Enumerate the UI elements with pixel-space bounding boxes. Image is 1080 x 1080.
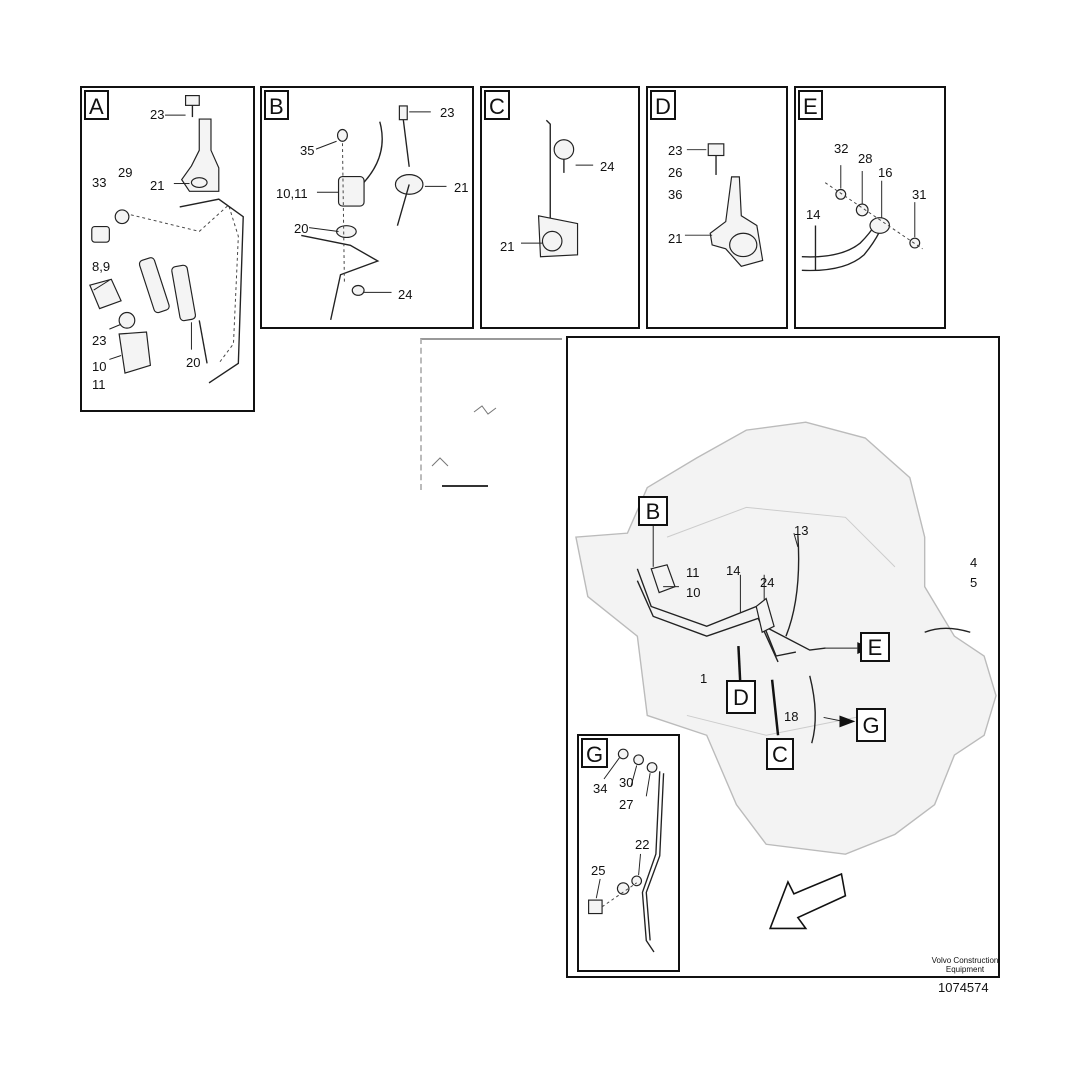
part-label: 20 bbox=[294, 221, 309, 236]
detail-panel-c: C 24 21 bbox=[480, 86, 640, 329]
part-label: 36 bbox=[668, 187, 683, 202]
main-engine-view: B E D G C 11 10 14 24 13 4 5 1 18 G 34 3… bbox=[566, 336, 1000, 978]
panel-e-tag: E bbox=[798, 90, 823, 120]
detail-panel-g: G 34 30 27 22 25 bbox=[577, 734, 680, 972]
part-label: 27 bbox=[619, 797, 634, 812]
part-label: 8,9 bbox=[92, 259, 111, 274]
part-label: 33 bbox=[92, 175, 107, 190]
document-number: 1074574 bbox=[938, 980, 989, 995]
detail-panel-b: B 23 35 21 10,11 20 24 bbox=[260, 86, 474, 329]
part-label: 31 bbox=[912, 187, 927, 202]
part-label: 32 bbox=[834, 141, 849, 156]
part-label: 24 bbox=[398, 287, 413, 302]
part-label: 34 bbox=[593, 781, 608, 796]
part-label: 24 bbox=[760, 575, 775, 590]
part-label: 35 bbox=[300, 143, 315, 158]
panel-b-drawing bbox=[301, 105, 447, 321]
part-label: 25 bbox=[591, 863, 606, 878]
part-label: 29 bbox=[118, 165, 133, 180]
panel-d-drawing bbox=[684, 143, 764, 267]
part-label: 23 bbox=[150, 107, 165, 122]
part-label: 21 bbox=[500, 239, 515, 254]
panel-a-tag: A bbox=[84, 90, 109, 120]
part-label: 10 bbox=[686, 585, 701, 600]
detail-panel-d: D 23 26 36 21 bbox=[646, 86, 788, 329]
part-label: 5 bbox=[970, 575, 978, 590]
part-label: 11 bbox=[686, 565, 700, 580]
panel-g-tag: G bbox=[581, 738, 609, 768]
panel-c-tag: C bbox=[484, 90, 510, 120]
part-label: 21 bbox=[454, 180, 469, 195]
part-label: 10,11 bbox=[276, 186, 308, 201]
part-label: 22 bbox=[635, 837, 650, 852]
detail-panel-e: E 32 28 16 31 14 bbox=[794, 86, 946, 329]
panel-d-tag: D bbox=[650, 90, 676, 120]
panel-e-drawing bbox=[801, 165, 923, 272]
company-name: Volvo Construction Equipment bbox=[931, 956, 999, 974]
faded-panel-drawing bbox=[431, 405, 497, 487]
part-label: 20 bbox=[186, 355, 201, 370]
part-label: 23 bbox=[668, 143, 683, 158]
part-label: 13 bbox=[794, 523, 809, 538]
callout-d: D bbox=[726, 680, 756, 714]
panel-g-drawing bbox=[588, 748, 665, 953]
faded-detail-panel bbox=[420, 338, 562, 490]
callout-c: C bbox=[766, 738, 794, 770]
part-label: 4 bbox=[970, 555, 978, 570]
callout-e: E bbox=[860, 632, 890, 662]
part-label: 23 bbox=[92, 333, 107, 348]
part-label: 16 bbox=[878, 165, 893, 180]
callout-b: B bbox=[638, 496, 668, 526]
part-label: 30 bbox=[619, 775, 634, 790]
part-label: 1 bbox=[700, 671, 708, 686]
part-label: 21 bbox=[150, 178, 165, 193]
part-label: 26 bbox=[668, 165, 683, 180]
callout-g: G bbox=[856, 708, 886, 742]
detail-panel-a: A 23 29 33 21 8,9 23 10 11 20 bbox=[80, 86, 255, 412]
panel-a-drawing bbox=[89, 95, 244, 384]
part-label: 18 bbox=[784, 709, 799, 724]
part-label: 14 bbox=[806, 207, 821, 222]
part-label: 11 bbox=[92, 377, 106, 392]
panel-c-drawing bbox=[521, 119, 594, 258]
part-label: 23 bbox=[440, 105, 455, 120]
part-label: 10 bbox=[92, 359, 107, 374]
part-label: 28 bbox=[858, 151, 873, 166]
part-label: 14 bbox=[726, 563, 741, 578]
part-label: 24 bbox=[600, 159, 615, 174]
part-label: 21 bbox=[668, 231, 683, 246]
panel-b-tag: B bbox=[264, 90, 289, 120]
